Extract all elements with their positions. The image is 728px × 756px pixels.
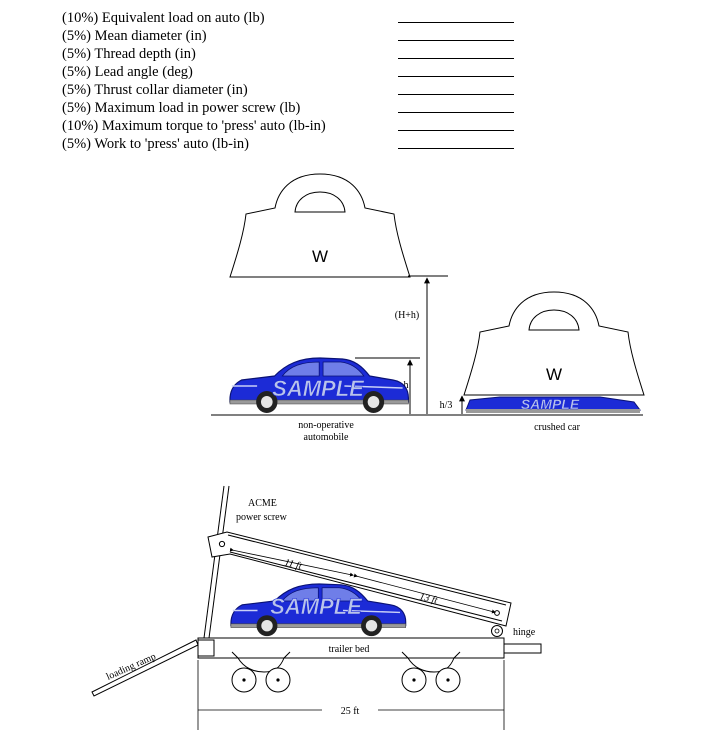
hinge — [491, 625, 503, 637]
question-row: (10%) Maximum torque to 'press' auto (lb… — [62, 117, 522, 135]
answer-blank[interactable] — [398, 76, 514, 77]
crushed-car: SAMPLE — [465, 396, 641, 413]
question-text: (5%) Thrust collar diameter (in) — [62, 82, 248, 98]
question-row: (10%) Equivalent load on auto (lb) — [62, 9, 522, 27]
weight-label-2: W — [546, 365, 562, 384]
dim-13-line — [353, 573, 496, 614]
car-non-operative: SAMPLE — [229, 357, 410, 414]
question-row: (5%) Thread depth (in) — [62, 45, 522, 63]
answer-blank[interactable] — [398, 112, 514, 113]
crushed-caption: crushed car — [534, 422, 580, 433]
acme-power-screw — [203, 485, 230, 639]
question-text: (5%) Maximum load in power screw (lb) — [62, 100, 301, 116]
screw-label-line2: power screw — [236, 512, 288, 523]
sample-watermark-trailer: SAMPLE — [270, 594, 363, 619]
question-list: (10%) Equivalent load on auto (lb) (5%) … — [62, 9, 522, 153]
answer-blank[interactable] — [398, 40, 514, 41]
answer-blank[interactable] — [398, 58, 514, 59]
car-caption-line2: automobile — [304, 432, 350, 443]
question-row: (5%) Work to 'press' auto (lb-in) — [62, 135, 522, 153]
question-text: (5%) Mean diameter (in) — [62, 28, 207, 44]
question-text: (5%) Thread depth (in) — [62, 46, 196, 62]
car-caption-line1: non-operative — [298, 420, 354, 431]
dim-11-line — [229, 547, 354, 577]
trailer-label: trailer bed — [329, 644, 370, 655]
question-text: (10%) Maximum torque to 'press' auto (lb… — [62, 118, 326, 134]
weight-block-pressing: W — [463, 291, 645, 396]
question-text: (5%) Lead angle (deg) — [62, 64, 193, 80]
question-text: (5%) Work to 'press' auto (lb-in) — [62, 136, 250, 152]
weight-block-raised: W — [229, 173, 411, 278]
sample-watermark: SAMPLE — [272, 376, 365, 401]
dim-13-label: 13 ft — [418, 591, 438, 606]
question-row: (5%) Maximum load in power screw (lb) — [62, 99, 522, 117]
h3-label: h/3 — [440, 400, 453, 411]
loading-ramp — [91, 639, 199, 697]
lower-figure: ACME power screw 11 ft 13 ft SAMPLE — [91, 485, 542, 730]
answer-blank[interactable] — [398, 130, 514, 131]
question-row: (5%) Thrust collar diameter (in) — [62, 81, 522, 99]
answer-blank[interactable] — [398, 148, 514, 149]
length-label: 25 ft — [341, 706, 360, 717]
h-label: h — [404, 380, 409, 391]
question-row: (5%) Lead angle (deg) — [62, 63, 522, 81]
car-on-trailer: SAMPLE — [230, 583, 407, 637]
answer-blank[interactable] — [398, 94, 514, 95]
sample-watermark-crushed: SAMPLE — [521, 396, 580, 412]
dim-11-label: 11 ft — [283, 557, 303, 572]
upper-figure: W (H+h) h SAMPLE non-operative automobil… — [211, 173, 645, 443]
weight-label: W — [312, 247, 328, 266]
question-text: (10%) Equivalent load on auto (lb) — [62, 10, 265, 26]
trailer-bed — [197, 637, 542, 659]
height-label: (H+h) — [395, 310, 420, 321]
hinge-label: hinge — [513, 627, 536, 638]
answer-blank[interactable] — [398, 22, 514, 23]
screw-label-line1: ACME — [248, 498, 277, 509]
question-row: (5%) Mean diameter (in) — [62, 27, 522, 45]
